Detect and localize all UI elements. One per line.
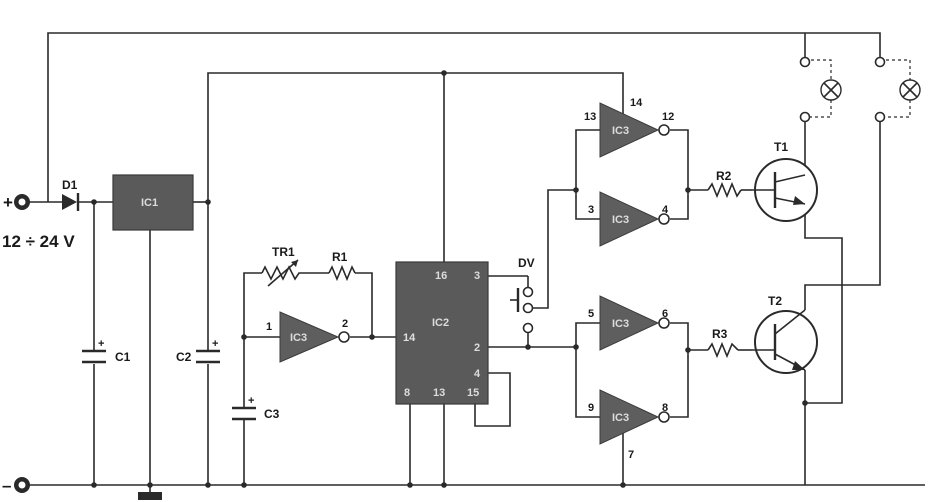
gate-b-label: IC3 [612, 125, 629, 137]
resistor-r3: R3 [707, 327, 739, 359]
counter-ic2: IC2 16 3 14 2 4 8 13 15 [395, 261, 489, 405]
gate-c-pin-in: 3 [588, 204, 594, 216]
plus-label: + [3, 193, 13, 212]
ic2-pin-3: 3 [474, 270, 480, 282]
gate-b-pin-vcc: 14 [630, 97, 643, 109]
gate-d-label: IC3 [612, 318, 629, 330]
ic2-pin-8: 8 [404, 387, 410, 399]
trimmer-tr1: TR1 [261, 245, 302, 287]
c2-label: C2 [176, 350, 192, 364]
c3-polarity: + [248, 395, 254, 407]
ic2-label: IC2 [432, 317, 449, 329]
gate-d-pin-out: 6 [662, 308, 668, 320]
gate-c-pin-out: 4 [662, 204, 669, 216]
gate-e-label: IC3 [612, 412, 629, 424]
resistor-r1: R1 [328, 250, 356, 282]
ic1-label: IC1 [141, 197, 158, 209]
tr1-label: TR1 [272, 245, 295, 259]
regulator-ic1: IC1 [112, 174, 194, 231]
r2-label: R2 [716, 169, 732, 183]
transistor-t1: T1 [752, 140, 818, 222]
gate-c-label: IC3 [612, 214, 629, 226]
gate-b-pin-out: 12 [662, 111, 674, 123]
gate-e-pin-gnd: 7 [628, 449, 634, 461]
pushbutton-dv: DV [510, 256, 535, 334]
transistor-t2: T2 [752, 294, 818, 374]
capacitor-c3: + C3 [232, 395, 280, 421]
supply-positive-terminal: + [3, 193, 30, 212]
ic2-pin-15: 15 [467, 387, 479, 399]
r1-label: R1 [332, 250, 348, 264]
c2-polarity: + [212, 338, 218, 350]
wiring [28, 32, 925, 492]
dv-label: DV [518, 256, 535, 270]
diode-d1: D1 [62, 178, 80, 211]
c1-label: C1 [115, 350, 131, 364]
lamp-wiring [805, 59, 911, 118]
t1-label: T1 [774, 140, 788, 154]
ic2-pin-2: 2 [474, 342, 480, 354]
lamp-1-icon [820, 79, 842, 101]
r3-label: R3 [712, 327, 728, 341]
resistor-r2: R2 [707, 169, 742, 199]
ic2-pin-14: 14 [403, 332, 416, 344]
inverter-gate-c: IC3 3 4 [588, 191, 670, 247]
inverter-gate-e: IC3 9 8 7 [588, 389, 670, 461]
inverter-gate-a: IC3 1 2 [266, 311, 350, 363]
capacitor-c1: + C1 [82, 338, 131, 364]
inverter-gate-d: IC3 5 6 [588, 295, 670, 351]
gate-a-pin-out: 2 [342, 318, 348, 330]
c1-polarity: + [98, 338, 104, 350]
c3-label: C3 [264, 407, 280, 421]
inverter-gate-b: IC3 13 14 12 [584, 97, 674, 158]
d1-label: D1 [62, 178, 78, 192]
gate-b-pin-in: 13 [584, 111, 596, 123]
lamp-2-icon [899, 79, 921, 101]
capacitor-c2: + C2 [176, 338, 220, 364]
ic2-pin-13: 13 [433, 387, 445, 399]
ic2-pin-16: 16 [435, 270, 447, 282]
gate-e-pin-in: 9 [588, 402, 594, 414]
gate-a-label: IC3 [290, 332, 307, 344]
t2-label: T2 [768, 294, 782, 308]
junctions [91, 70, 808, 488]
lamp-terminals [799, 56, 886, 123]
ic2-pin-4: 4 [474, 368, 481, 380]
supply-negative-terminal: – [2, 476, 30, 495]
minus-label: – [2, 476, 11, 495]
gate-e-pin-out: 8 [662, 402, 668, 414]
ground-symbol [138, 492, 162, 500]
gate-d-pin-in: 5 [588, 308, 594, 320]
gate-a-pin-in: 1 [266, 321, 272, 333]
supply-voltage-label: 12 ÷ 24 V [2, 232, 75, 251]
